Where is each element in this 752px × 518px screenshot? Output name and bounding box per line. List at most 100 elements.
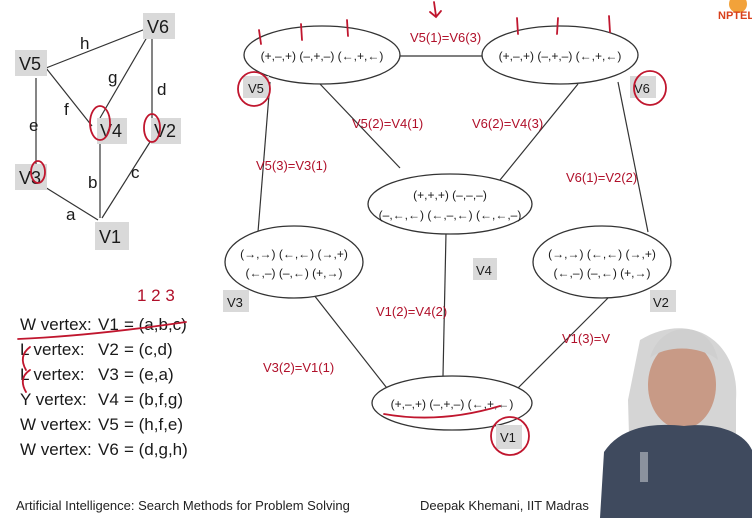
node-v3-labels: (←,–) (–,←) (+,→) (245, 266, 342, 280)
l-mark-annotation (21, 346, 31, 371)
vertex-label-v3: V3 (19, 168, 41, 188)
node-v2-labels: (←,–) (–,←) (+,→) (553, 266, 650, 280)
tag-v5: V5 (248, 81, 264, 96)
row-equation: = (a,b,c) (124, 315, 187, 334)
row-type: L vertex: (20, 365, 85, 384)
highlight-v2-annotation (143, 113, 161, 143)
logo-text: NPTEL (718, 10, 752, 22)
vertex-box-v6 (143, 13, 175, 39)
link-label-v5-v4: V5(2)=V4(1) (352, 116, 423, 131)
row-equation: = (b,f,g) (124, 390, 183, 409)
tag-box-v4 (473, 258, 497, 280)
underline-annotation (17, 321, 187, 340)
node-v4-labels: (–,←,←) (←,–,←) (←,←,–) (379, 208, 522, 222)
node-v5-labels: (+,–,+) (–,+,–) (←,+,←) (261, 49, 384, 63)
row-vertex: V3 (98, 365, 119, 384)
link-v5-v4 (319, 83, 401, 169)
highlight-v4-annotation (89, 105, 111, 141)
nptel-logo: NPTEL (718, 0, 752, 22)
tag-box-v5 (243, 76, 269, 98)
edge-f (45, 67, 93, 127)
edge-label-h: h (80, 34, 89, 53)
vertex-box-v5 (15, 50, 47, 76)
vertex-label-v1: V1 (99, 227, 121, 247)
footer-course-title: Artificial Intelligence: Search Methods … (16, 498, 350, 513)
link-label-v3-v1: V3(2)=V1(1) (263, 360, 334, 375)
vertex-label-v4: V4 (100, 121, 122, 141)
link-v6-v2 (617, 81, 649, 233)
footer-author: Deepak Khemani, IIT Madras (420, 498, 589, 513)
arrow-annotation (429, 1, 442, 19)
link-v3-v1 (309, 289, 391, 393)
row-equation: = (e,a) (124, 365, 174, 384)
tag-v1: V1 (500, 430, 516, 445)
tick-marks-annotation (516, 15, 611, 35)
presenter-video (600, 320, 752, 518)
link-label-v1-v4: V1(2)=V4(2) (376, 304, 447, 319)
row-type: L vertex: (20, 340, 85, 359)
presenter-shirt (600, 424, 752, 518)
tick-marks-annotation (258, 19, 349, 45)
edge-label-b: b (88, 173, 97, 192)
node-v2 (532, 225, 672, 299)
edge-label-a: a (66, 205, 76, 224)
circle-v5-annotation (237, 71, 271, 107)
tag-box-v3 (223, 290, 249, 312)
edge-label-f: f (64, 100, 69, 119)
node-v4-labels: (+,+,+) (–,–,–) (413, 188, 487, 202)
link-v1-v2 (513, 285, 621, 393)
edge-a (39, 183, 99, 221)
edge-label-e: e (29, 116, 38, 135)
tag-v2: V2 (653, 295, 669, 310)
tag-v6: V6 (634, 81, 650, 96)
link-label-v6-v2: V6(1)=V2(2) (566, 170, 637, 185)
row-type: Y vertex: (20, 390, 87, 409)
tag-box-v2 (650, 290, 676, 312)
row-vertex: V1 (98, 315, 119, 334)
node-v6-labels: (+,–,+) (–,+,–) (←,+,←) (499, 49, 622, 63)
vertex-label-v5: V5 (19, 54, 41, 74)
node-v1-labels: (+,–,+) (–,+,–) (←,+,←) (391, 397, 514, 411)
link-label-v6-v4: V6(2)=V4(3) (472, 116, 543, 131)
row-vertex: V2 (98, 340, 119, 359)
highlight-v3-annotation (30, 160, 46, 184)
node-v5 (243, 25, 401, 85)
node-v3 (224, 225, 364, 299)
node-v4 (367, 173, 533, 235)
vertex-label-v6: V6 (147, 17, 169, 37)
row-type: W vertex: (20, 415, 92, 434)
link-v6-v4 (499, 83, 579, 181)
link-v5-v3 (257, 81, 271, 233)
vertex-box-v1 (95, 222, 129, 250)
presenter-face (648, 341, 716, 429)
edge-c (101, 141, 151, 219)
underline-v1-annotation (383, 405, 501, 419)
link-v1-v4 (442, 232, 447, 377)
constraint-graph: (+,–,+) (–,+,–) (←,+,←) (+,–,+) (–,+,–) … (223, 1, 676, 456)
junction-graph: V6 V5 V4 V2 V3 V1 h g d e f b c a (15, 13, 181, 250)
link-label-v5-v6: V5(1)=V6(3) (410, 30, 481, 45)
row-vertex: V4 (98, 390, 119, 409)
row-equation: = (d,g,h) (124, 440, 188, 459)
tag-box-v1 (496, 425, 522, 449)
node-v6 (481, 25, 639, 85)
edge-h (45, 27, 149, 69)
edge-label-g: g (108, 68, 117, 87)
tag-v3: V3 (227, 295, 243, 310)
logo-mark-icon (729, 0, 747, 13)
position-header: 1 2 3 (137, 286, 175, 305)
node-v2-labels: (→,→) (←,←) (→,+) (548, 247, 656, 261)
row-equation: = (c,d) (124, 340, 173, 359)
row-vertex: V6 (98, 440, 119, 459)
row-type: W vertex: (20, 440, 92, 459)
circle-v1-annotation (490, 416, 530, 456)
edge-label-d: d (157, 80, 166, 99)
row-equation: = (h,f,e) (124, 415, 183, 434)
edge-label-c: c (131, 163, 140, 182)
vertex-type-table: 1 2 3 W vertex: V1 = (a,b,c) L vertex: V… (17, 286, 188, 459)
tag-box-v6 (630, 76, 656, 98)
row-type: W vertex: (20, 315, 92, 334)
tag-v4: V4 (476, 263, 492, 278)
circle-v6-annotation (633, 70, 667, 106)
